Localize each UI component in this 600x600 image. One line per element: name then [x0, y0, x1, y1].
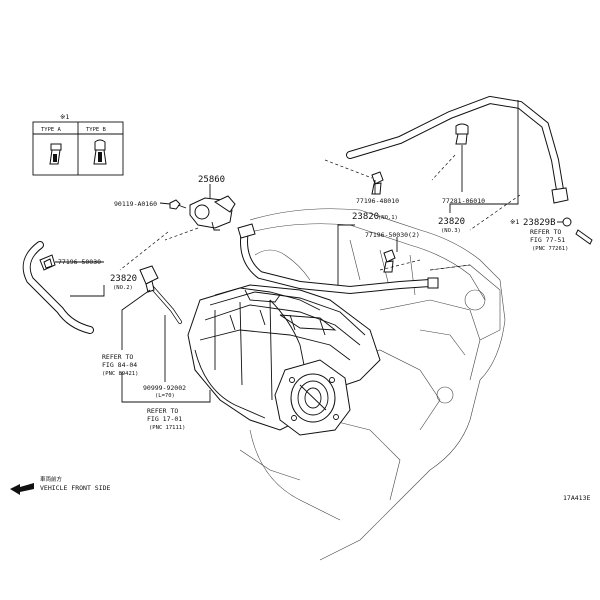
ref-17-line3: (PNC 17111): [149, 425, 185, 431]
grommet-23829b-icon: [562, 217, 593, 245]
label-23820-mid-sub: (NO.1): [378, 215, 398, 221]
label-77281-06010: 77281-06010: [442, 197, 485, 205]
label-77196-50030-2: 77196-50030(2): [365, 231, 420, 239]
ref-84-line1: REFER TO: [102, 353, 133, 361]
intake-manifold: [187, 284, 381, 436]
vehicle-front-arrow-icon: [10, 483, 34, 495]
clip-77196-48010-icon: [371, 171, 384, 195]
vehicle-front-label-jp: 車両前方: [40, 475, 63, 483]
vehicle-front-label-en: VEHICLE FRONT SIDE: [40, 484, 111, 492]
label-77196-50030: 77196-50030: [58, 258, 101, 266]
clip-type-a-icon: [49, 143, 62, 165]
legend-marker: ※1: [60, 113, 69, 121]
clip-77196-50030-icon: [43, 258, 53, 269]
legend-type-a-label: TYPE A: [41, 127, 62, 133]
vsv-valve: [189, 195, 236, 231]
leader-lines: [55, 100, 563, 403]
ref-77-line1: REFER TO: [530, 228, 561, 236]
dashed-leaders: [119, 154, 521, 271]
label-90999-sub: (L=70): [155, 393, 175, 399]
bolt-icon: [169, 199, 187, 210]
label-90119-a0160: 90119-A0160: [114, 200, 157, 208]
hose-no1: [237, 223, 439, 295]
clip-77281-icon: [455, 123, 469, 145]
clip-77196-50030-2-icon: [383, 249, 396, 273]
legend-box: ※1 TYPE A TYPE B: [32, 113, 124, 176]
figure-code: 17A413E: [563, 494, 590, 502]
hose-no3: [346, 95, 569, 204]
label-23829b: 23829B: [523, 218, 556, 228]
clip-type-b-icon: [93, 139, 107, 165]
legend-type-b-label: TYPE B: [86, 127, 107, 133]
label-23820-mid: 23820: [352, 212, 379, 222]
ref-77-line3: (PNC 77261): [532, 246, 568, 252]
label-23820-right-sub: (NO.3): [441, 228, 461, 234]
ref-84-line3: (PNC 89421): [102, 371, 138, 377]
ref-17-line1: REFER TO: [147, 407, 178, 415]
label-23820-left-sub: (NO.2): [113, 285, 133, 291]
ref-84-line2: FIG 84-04: [102, 361, 137, 369]
label-23820-right: 23820: [438, 217, 465, 227]
ref-17-line2: FIG 17-01: [147, 415, 182, 423]
label-25860: 25860: [198, 175, 225, 185]
sensor-part: [139, 265, 159, 293]
label-77196-48010: 77196-48010: [356, 197, 399, 205]
label-90999-92002: 90999-92002: [143, 384, 186, 392]
label-23820-left: 23820: [110, 274, 137, 284]
ref-77-line2: FIG 77-51: [530, 236, 565, 244]
label-23829b-marker: ※1: [510, 218, 519, 226]
throttle-body: [274, 359, 351, 436]
